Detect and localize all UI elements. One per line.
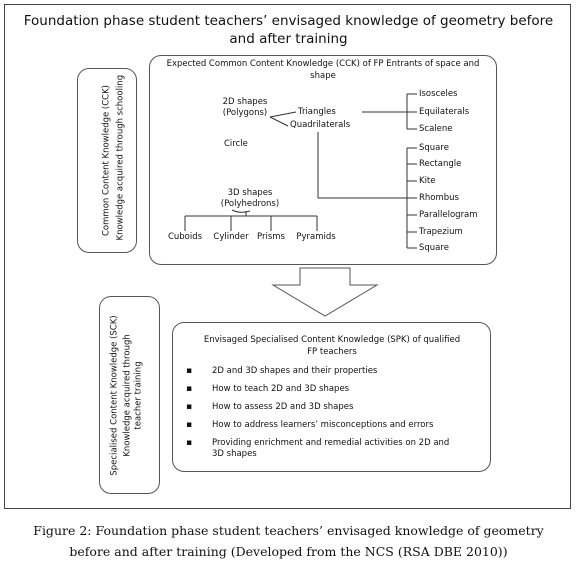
quad-type-square-2: Square [419, 243, 449, 253]
quadrilaterals-label: Quadrilaterals [290, 120, 351, 130]
triangle-type-isosceles: Isosceles [419, 89, 458, 99]
cck-content-box [149, 55, 497, 265]
quad-type-rectangle: Rectangle [419, 159, 462, 169]
caption-line-2: before and after training (Developed fro… [69, 544, 508, 559]
triangle-type-scalene: Scalene [419, 124, 453, 134]
spk-list-item: Providing enrichment and remedial activi… [186, 437, 449, 449]
spk-list-item-continuation: 3D shapes [212, 449, 257, 459]
shapes-2d-sublabel: (Polygons) [222, 108, 268, 118]
triangles-label: Triangles [298, 107, 336, 117]
circle-label: Circle [224, 139, 248, 149]
quad-type-rhombus: Rhombus [419, 193, 459, 203]
spk-list-item: How to address learners’ misconceptions … [186, 419, 433, 431]
line-3d-curve [231, 209, 251, 213]
spk-list-item: 2D and 3D shapes and their properties [186, 365, 377, 377]
cck-box-title: Expected Common Content Knowledge (CCK) … [166, 59, 480, 81]
line-2d-quadrilaterals [269, 116, 289, 127]
solid-cuboids: Cuboids [167, 232, 203, 242]
quad-type-square: Square [419, 143, 449, 153]
shapes-3d-label: 3D shapes [227, 188, 273, 198]
shapes-2d-label: 2D shapes [222, 97, 268, 107]
down-arrow [271, 267, 379, 317]
sck-side-label-3: teacher training [133, 361, 144, 430]
caption-line-1: Figure 2: Foundation phase student teach… [33, 523, 544, 538]
quad-type-parallelogram: Parallelogram [419, 210, 478, 220]
solid-prisms: Prisms [257, 232, 285, 242]
cck-side-box [77, 68, 137, 253]
figure-title: Foundation phase student teachers’ envis… [23, 13, 554, 47]
line-2d-triangles [269, 111, 297, 118]
figure-frame [4, 4, 571, 509]
sck-side-box [99, 296, 160, 494]
triangle-type-equilaterals: Equilaterals [419, 107, 470, 117]
solid-pyramids: Pyramids [296, 232, 336, 242]
spk-box-title-2: FP teachers [307, 347, 357, 357]
spk-box-title-1: Envisaged Specialised Content Knowledge … [203, 335, 461, 345]
quad-type-trapezium: Trapezium [419, 227, 463, 237]
sck-side-label-2: Knowledge acquired through [122, 334, 133, 457]
spk-list-item: How to assess 2D and 3D shapes [186, 401, 353, 413]
figure-caption: Figure 2: Foundation phase student teach… [10, 520, 567, 562]
sck-side-label-1: Specialised Content Knowledge (SCK) [109, 315, 120, 476]
solid-cylinder: Cylinder [213, 232, 249, 242]
quad-type-kite: Kite [419, 176, 436, 186]
shapes-3d-sublabel: (Polyhedrons) [220, 199, 280, 209]
spk-list-item: How to teach 2D and 3D shapes [186, 383, 349, 395]
